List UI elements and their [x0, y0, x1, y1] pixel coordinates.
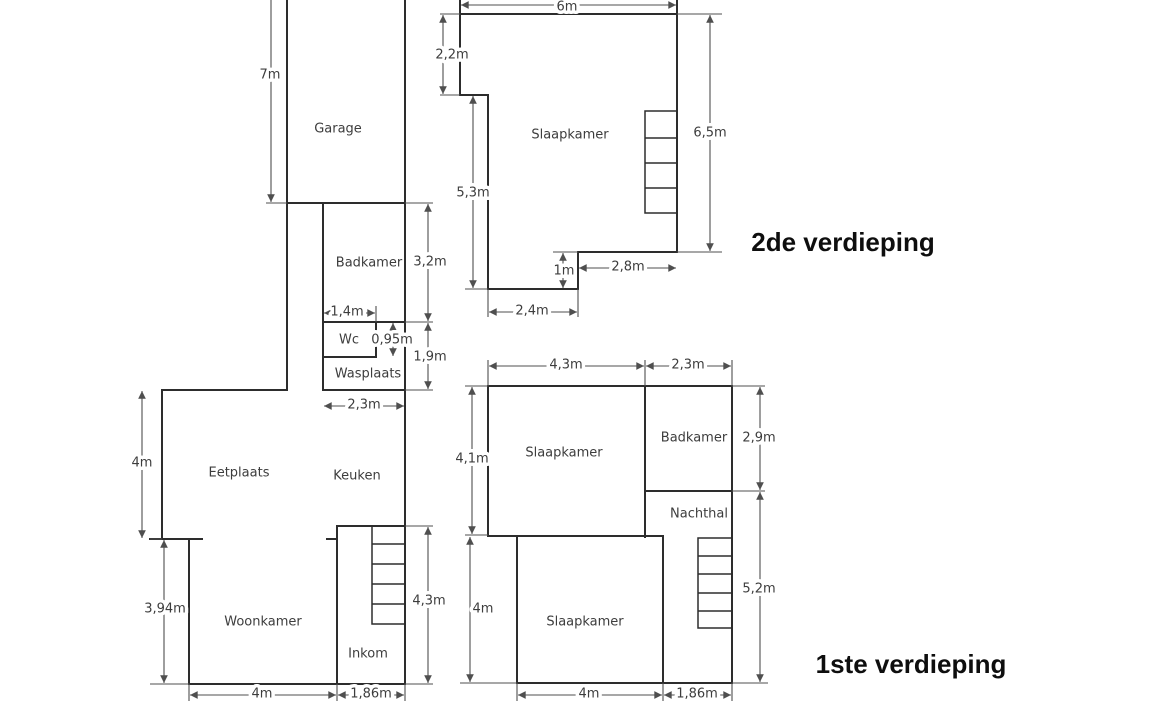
room-label-badkamer-1ste: Badkamer — [661, 431, 728, 446]
room-label-wc: Wc — [339, 333, 359, 348]
dim-landing-width: 1,86m — [676, 687, 718, 702]
dim-slaapkamer-height: 4,1m — [455, 452, 488, 467]
ground-floor-room-labels: Garage Badkamer Wc Wasplaats Eetplaats K… — [209, 122, 403, 662]
ground-floor-extension-lines — [150, 202, 433, 701]
dim-notch: 1m — [554, 264, 575, 279]
ground-floor-dimensions: 7m 3,2m 1,4m 0,95m 1,9m 2,3m 4m 3,94m 4,… — [128, 0, 450, 705]
room-label-inkom: Inkom — [348, 647, 388, 662]
dim-inkom-width: 1,86m — [350, 687, 392, 702]
dim-landing-height: 5,2m — [742, 582, 775, 597]
ground-floor-plan: 7m 3,2m 1,4m 0,95m 1,9m 2,3m 4m 3,94m 4,… — [128, 0, 450, 705]
dim-inkom-height: 4,3m — [412, 594, 445, 609]
dim-slaapkamer-bottom-width: 4m — [579, 687, 600, 702]
dim-bottom-right: 2,8m — [611, 260, 644, 275]
first-floor-stairs-icon — [697, 537, 733, 629]
dim-left-top: 2,2m — [435, 48, 468, 63]
first-floor-title: 1ste verdieping — [816, 649, 1007, 679]
dim-wc-width: 1,4m — [330, 305, 363, 320]
room-label-nachthal: Nachthal — [670, 507, 728, 522]
second-floor-plan: 6m 2,2m 6,5m 5,3m 2,8m 1m 2,4m Slaapkame… — [432, 0, 935, 322]
first-floor-walls — [487, 385, 733, 684]
room-label-badkamer: Badkamer — [336, 256, 403, 271]
ground-floor-stairs-icon — [371, 525, 406, 625]
dim-wc-height: 0,95m — [371, 333, 413, 348]
first-floor-extension-lines — [460, 360, 768, 701]
first-floor-room-labels: Slaapkamer Badkamer Nachthal Slaapkamer — [525, 431, 728, 630]
room-label-slaapkamer-bottom: Slaapkamer — [546, 615, 624, 630]
dim-woonkamer-height: 3,94m — [144, 602, 186, 617]
room-label-slaapkamer-2de: Slaapkamer — [531, 128, 609, 143]
dim-left-bottom: 5,3m — [456, 186, 489, 201]
dim-wasplaats-width: 2,3m — [347, 398, 380, 413]
second-floor-extension-lines — [440, 13, 722, 317]
dim-bottom-left: 2,4m — [515, 304, 548, 319]
second-floor-dimensions: 6m 2,2m 6,5m 5,3m 2,8m 1m 2,4m — [432, 0, 730, 322]
room-label-garage: Garage — [314, 122, 362, 137]
second-floor-stairs-icon — [644, 110, 678, 214]
dim-right-height: 6,5m — [693, 126, 726, 141]
room-label-slaapkamer-left: Slaapkamer — [525, 446, 603, 461]
first-floor-plan: 4,3m 2,3m 4,1m 2,9m 5,2m 4m 4m 1,86m Sla… — [452, 354, 1007, 705]
second-floor-title: 2de verdieping — [751, 227, 935, 257]
first-floor-dimensions: 4,3m 2,3m 4,1m 2,9m 5,2m 4m 4m 1,86m — [452, 354, 779, 705]
dim-slaapkamer-width: 4,3m — [549, 358, 582, 373]
ground-floor-walls — [149, 0, 406, 685]
room-label-wasplaats: Wasplaats — [335, 367, 402, 382]
dim-badkamer-height: 3,2m — [413, 255, 446, 270]
dim-eetplaats-height: 4m — [132, 456, 153, 471]
room-label-eetplaats: Eetplaats — [209, 466, 270, 481]
dim-width-top: 6m — [557, 0, 578, 15]
dim-garage-height: 7m — [260, 68, 281, 83]
dim-slaapkamer-bottom-height: 4m — [473, 602, 494, 617]
room-label-woonkamer: Woonkamer — [224, 615, 302, 630]
room-label-keuken: Keuken — [333, 469, 380, 484]
dim-badkamer-height-1ste: 2,9m — [742, 431, 775, 446]
dim-woonkamer-width: 4m — [252, 687, 273, 702]
dim-badkamer-width-1ste: 2,3m — [671, 358, 704, 373]
dim-wc-wasplaats-height: 1,9m — [413, 350, 446, 365]
second-floor-walls — [459, 0, 678, 290]
